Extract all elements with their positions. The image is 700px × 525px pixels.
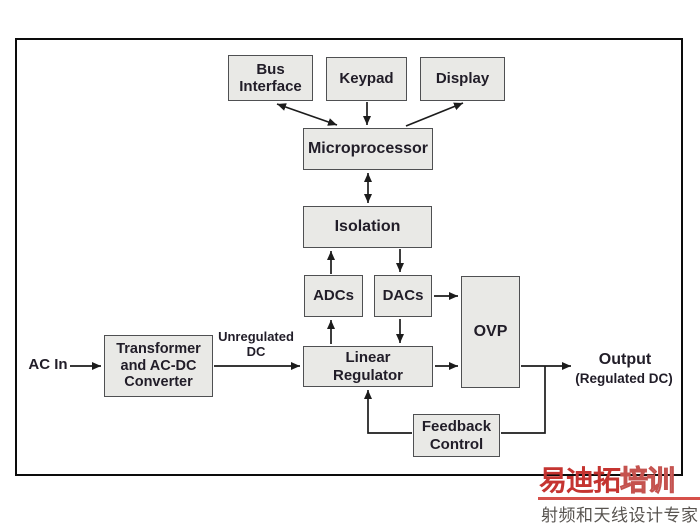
watermark-title-accent: 培训 xyxy=(620,465,676,496)
node-adcs: ADCs xyxy=(304,275,363,317)
label-output-regulated-dc: (Regulated DC) xyxy=(575,371,673,386)
watermark-title-main: 易迪拓 xyxy=(539,465,621,496)
label-unregulated-dc: Unregulated DC xyxy=(218,329,294,359)
node-display: Display xyxy=(420,57,505,101)
node-keypad: Keypad xyxy=(326,57,407,101)
connector-microprocessor-display xyxy=(405,102,464,127)
label-ac-in: AC In xyxy=(28,356,68,373)
node-microprocessor: Microprocessor xyxy=(303,128,433,170)
watermark-title: 易迪拓培训 xyxy=(539,465,700,496)
connector-businterface-microprocessor xyxy=(276,103,338,126)
node-dacs: DACs xyxy=(374,275,432,317)
connector-output-feedbackcontrol xyxy=(501,366,546,434)
watermark-underline xyxy=(538,497,700,500)
node-isolation: Isolation xyxy=(303,206,432,248)
node-transformer-acdc-converter: Transformer and AC-DC Converter xyxy=(104,335,213,397)
node-bus-interface: Bus Interface xyxy=(228,55,313,101)
node-ovp: OVP xyxy=(461,276,520,388)
connector-feedbackcontrol-linearregulator xyxy=(364,390,412,434)
node-feedback-control: Feedback Control xyxy=(413,414,500,457)
label-output: Output xyxy=(598,351,652,368)
watermark-subtitle: 射频和天线设计专家 xyxy=(541,506,699,525)
diagram-frame xyxy=(15,38,683,476)
node-linear-regulator: Linear Regulator xyxy=(303,346,433,387)
